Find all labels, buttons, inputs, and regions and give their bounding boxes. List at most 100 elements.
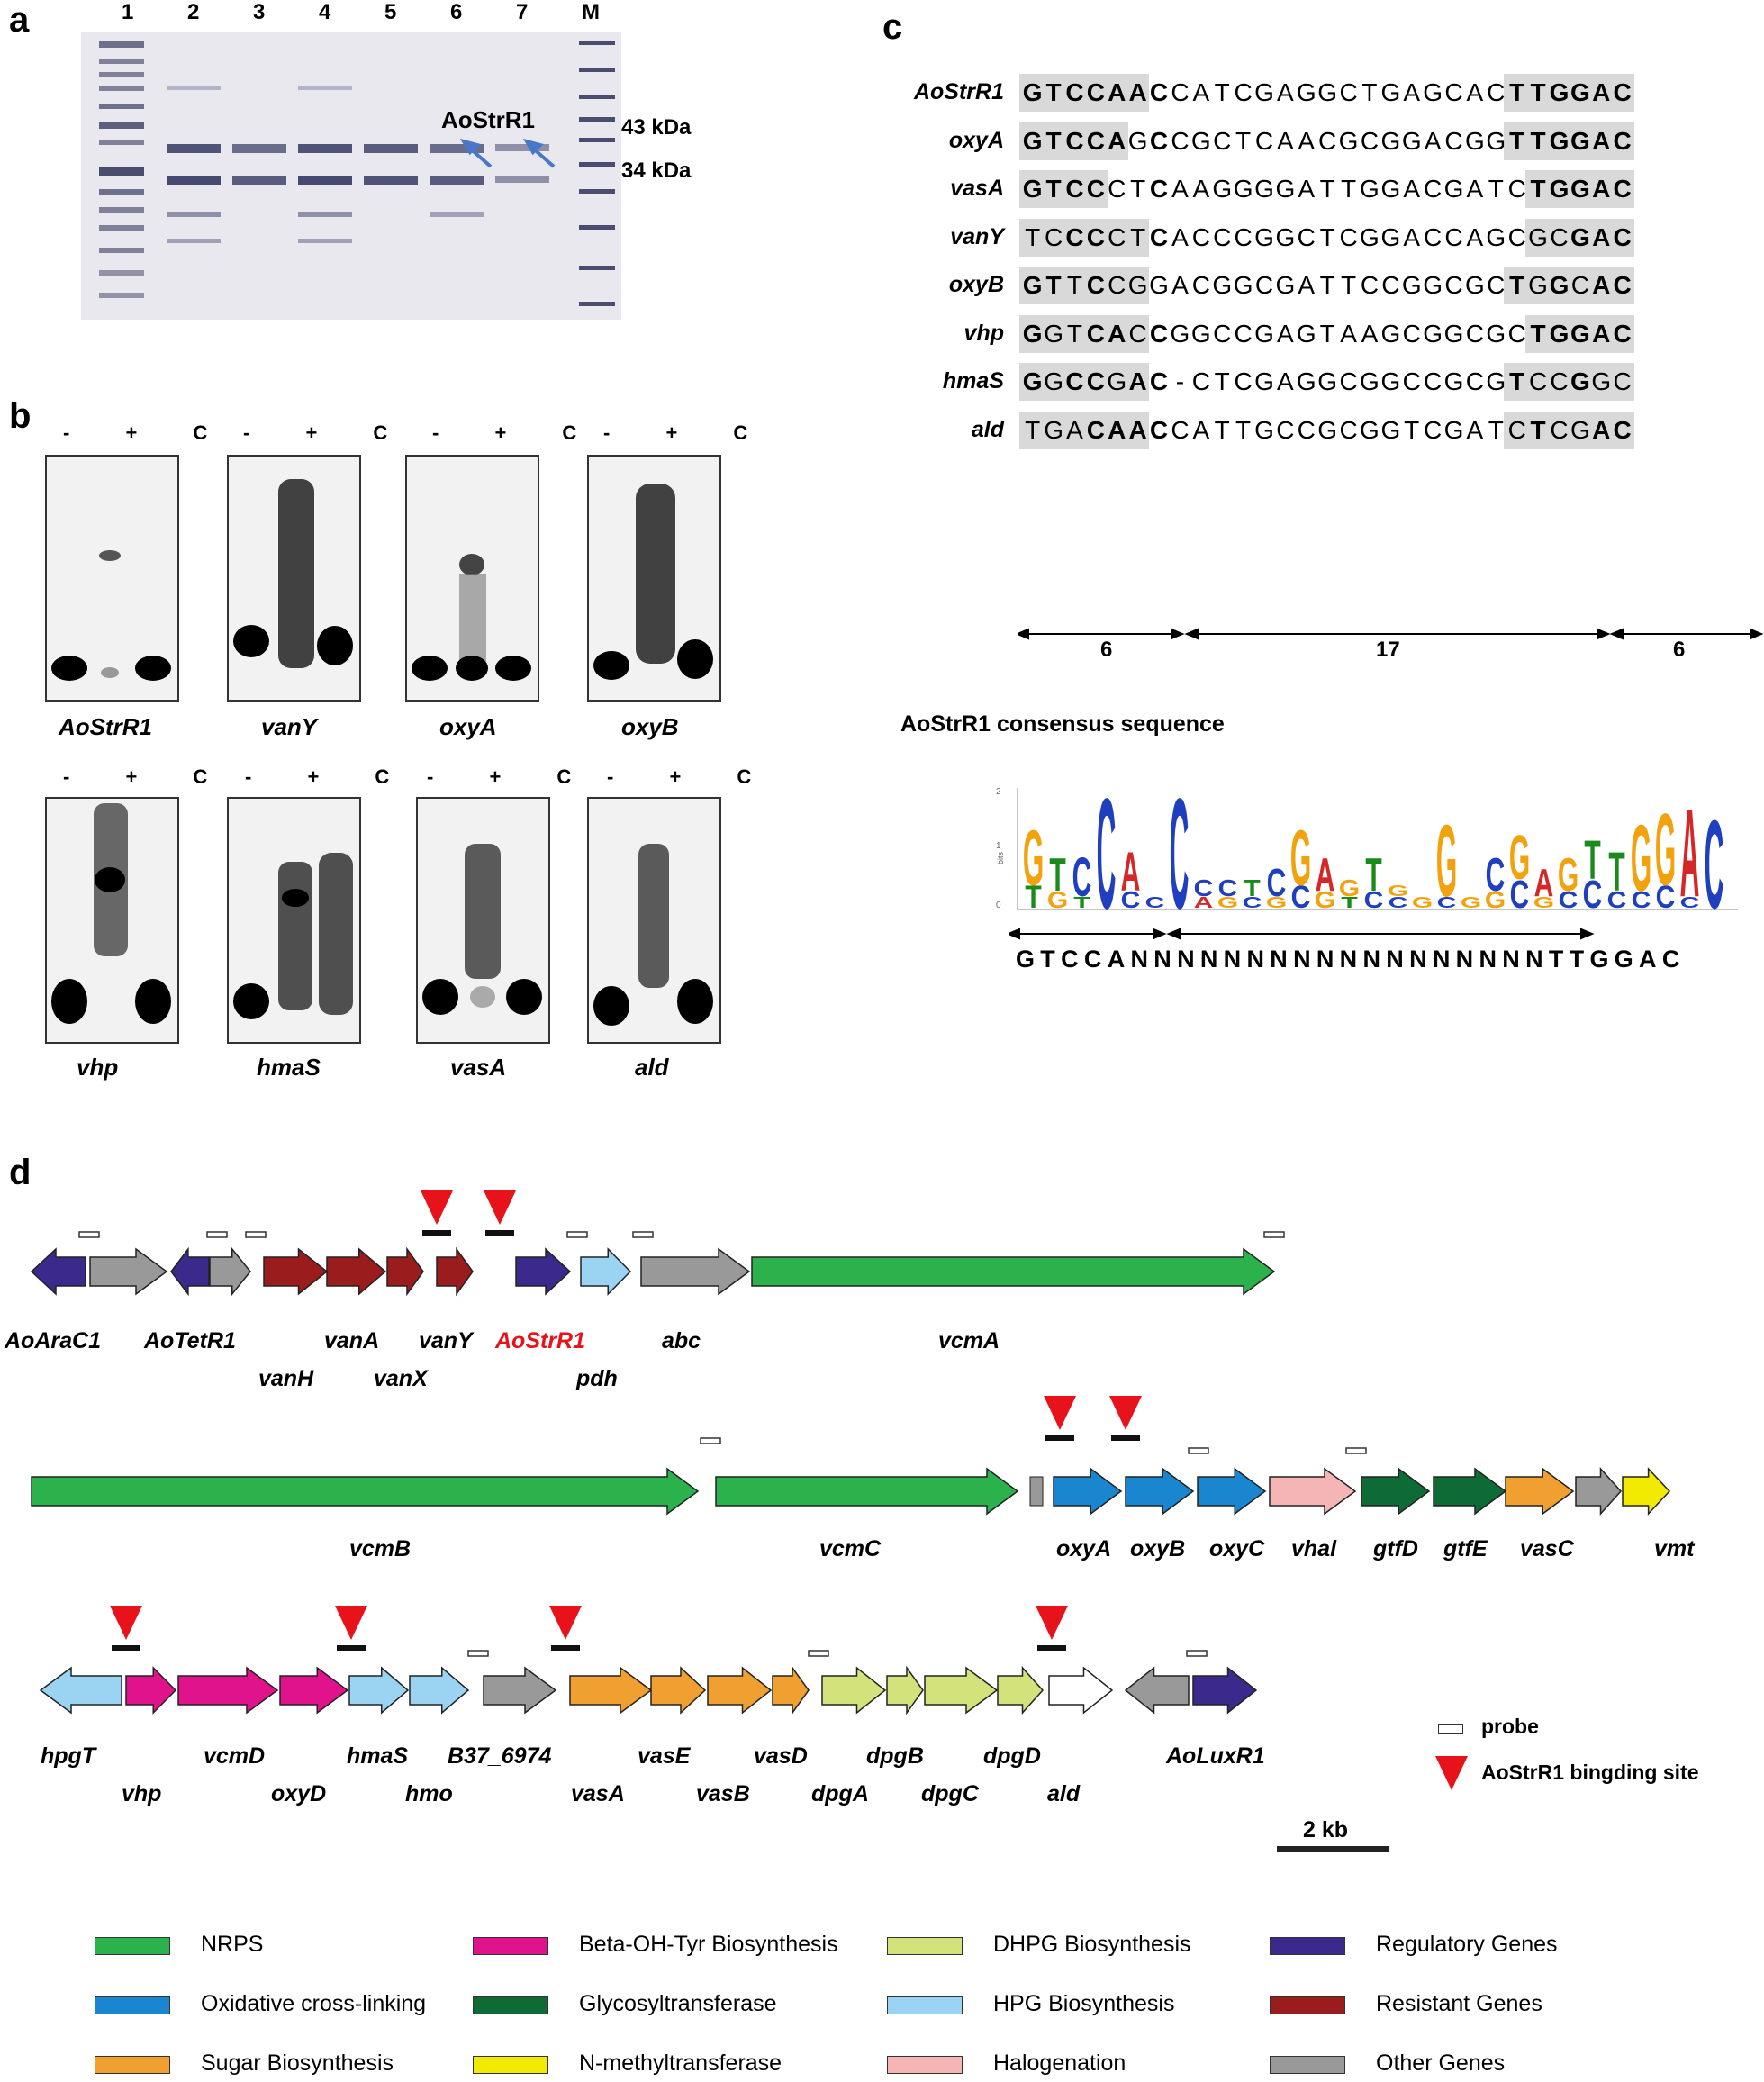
conserved-region-highlight [1504,411,1634,449]
logo-letter: G [1266,894,1287,911]
logo-letter: C [1145,894,1165,911]
logo-letter: G [1461,894,1481,911]
gene-label-hpgt: hpgT [41,1743,96,1769]
logo-letter: G [1412,894,1433,911]
conserved-region-highlight [1019,170,1108,208]
sds-gel-panel: 1 2 3 4 5 6 7 M [81,0,621,324]
logo-letter: C [1437,894,1457,911]
emsa-label-vany: vanY [261,713,318,740]
logo-letter: T [1341,894,1357,911]
sequence-name: oxyB [948,272,1004,297]
emsa-gel [227,797,361,1044]
logo-letter: C [1121,887,1141,913]
binding-site-marker [335,1606,367,1640]
gene-label-hmo: hmo [405,1781,453,1806]
band-label-aostrr1: AoStrR1 [441,106,536,133]
probe-marker [1188,1447,1209,1454]
gene-label-aotetr1: AoTetR1 [144,1328,236,1353]
conserved-region-highlight [1504,122,1634,160]
logo-letter: A [1680,784,1700,919]
logo-letter: G [1290,813,1311,901]
lane-6-label: 6 [450,0,463,24]
vasd-gene-arrow [772,1665,810,1715]
conserved-region-highlight [1524,218,1634,257]
emsa-label-oxya: oxyA [439,713,497,740]
binding-site-bar [1111,1435,1140,1441]
span-6-left: 6 [1100,638,1113,662]
vanx-gene-arrow [386,1246,424,1297]
gene-label-vanh: vanH [258,1366,314,1391]
binding-site-bar [1045,1435,1074,1441]
conserved-region-highlight [1504,74,1634,112]
logo-letter: C [1607,887,1627,913]
gene-label-abc: abc [662,1328,701,1353]
marker-43kda: 43 kDa [621,115,692,140]
oxyb-gene-arrow [1125,1467,1195,1516]
logo-letter: C [1243,894,1262,911]
binding-site-icon [1435,1756,1468,1790]
gene-label-dpgd: dpgD [983,1743,1041,1769]
conserved-region-highlight [1524,314,1634,353]
aotetr1-gene-arrow [170,1246,210,1297]
legend-swatch [95,1937,170,1955]
gtfd-gene-arrow [1361,1467,1431,1516]
dpgb-gene-arrow [886,1665,924,1715]
conserved-region-highlight [1504,267,1634,304]
gene-label-vanx: vanX [374,1366,428,1391]
binding-site-bar [1037,1645,1066,1651]
sequence-name: vasA [950,176,1004,201]
aostrr1-gene-arrow [515,1247,572,1296]
panel-label-b: b [9,396,32,436]
gene-label-oxyd: oxyD [271,1781,327,1806]
probe-key-label: probe [1481,1715,1539,1738]
gene-label-oxyb: oxyB [1130,1536,1186,1562]
emsa-gel [416,797,550,1044]
b37-6974-gene-arrow [483,1666,557,1715]
binding-site-bar [112,1645,140,1651]
binding-site-marker [549,1606,582,1640]
logo-letter: A [1194,894,1214,911]
legend-swatch [95,2056,170,2074]
oxyc-gene-arrow [1197,1467,1267,1516]
probe-marker [467,1650,489,1657]
emsa-header: - + C [427,765,597,788]
logo-letter: C [1170,774,1190,919]
probe-marker [700,1437,721,1444]
gene-label-vasc: vasC [1520,1536,1574,1562]
logo-letter: G [1558,848,1579,901]
logo-letter: C [1656,880,1676,915]
gene-label-vasb: vasB [696,1781,750,1806]
binding-site-bar [337,1645,366,1651]
gene-label-b37-6974: B37_6974 [448,1743,552,1769]
gene-label-dpgc: dpgC [921,1781,979,1806]
gene-label-vase: vasE [638,1743,691,1769]
vcmc-gene-arrow [715,1467,1019,1516]
binding-site-bar [422,1230,451,1236]
emsa-header: - + C [603,421,773,444]
legend-label: Other Genes [1376,2050,1506,2076]
consensus-arrows [1006,923,1756,950]
consensus-sequence: GTCCANNNNNNNNNNNNNNNNNNTTGGAC [1016,946,1686,973]
sequence-name: vanY [950,223,1004,249]
logo-letter: A [1121,841,1141,903]
lane-m-label: M [582,0,600,24]
sequence-name: AoStrR1 [913,79,1004,104]
panel-label-d: d [9,1153,32,1192]
gene-label-dpgb: dpgB [866,1743,924,1769]
logo-letter: C [1389,894,1408,911]
vcma-gene-arrow [751,1247,1276,1296]
emsa-gel [45,455,179,702]
logo-letter: G [1023,813,1044,901]
sequence-name: vhp [963,320,1004,346]
logo-letter: C [1510,872,1530,916]
legend-label: Halogenation [993,2050,1126,2076]
span-arrows [1015,627,1764,663]
conserved-region-highlight [1019,411,1150,449]
vanh-adjacent-gene-arrow [209,1246,251,1297]
